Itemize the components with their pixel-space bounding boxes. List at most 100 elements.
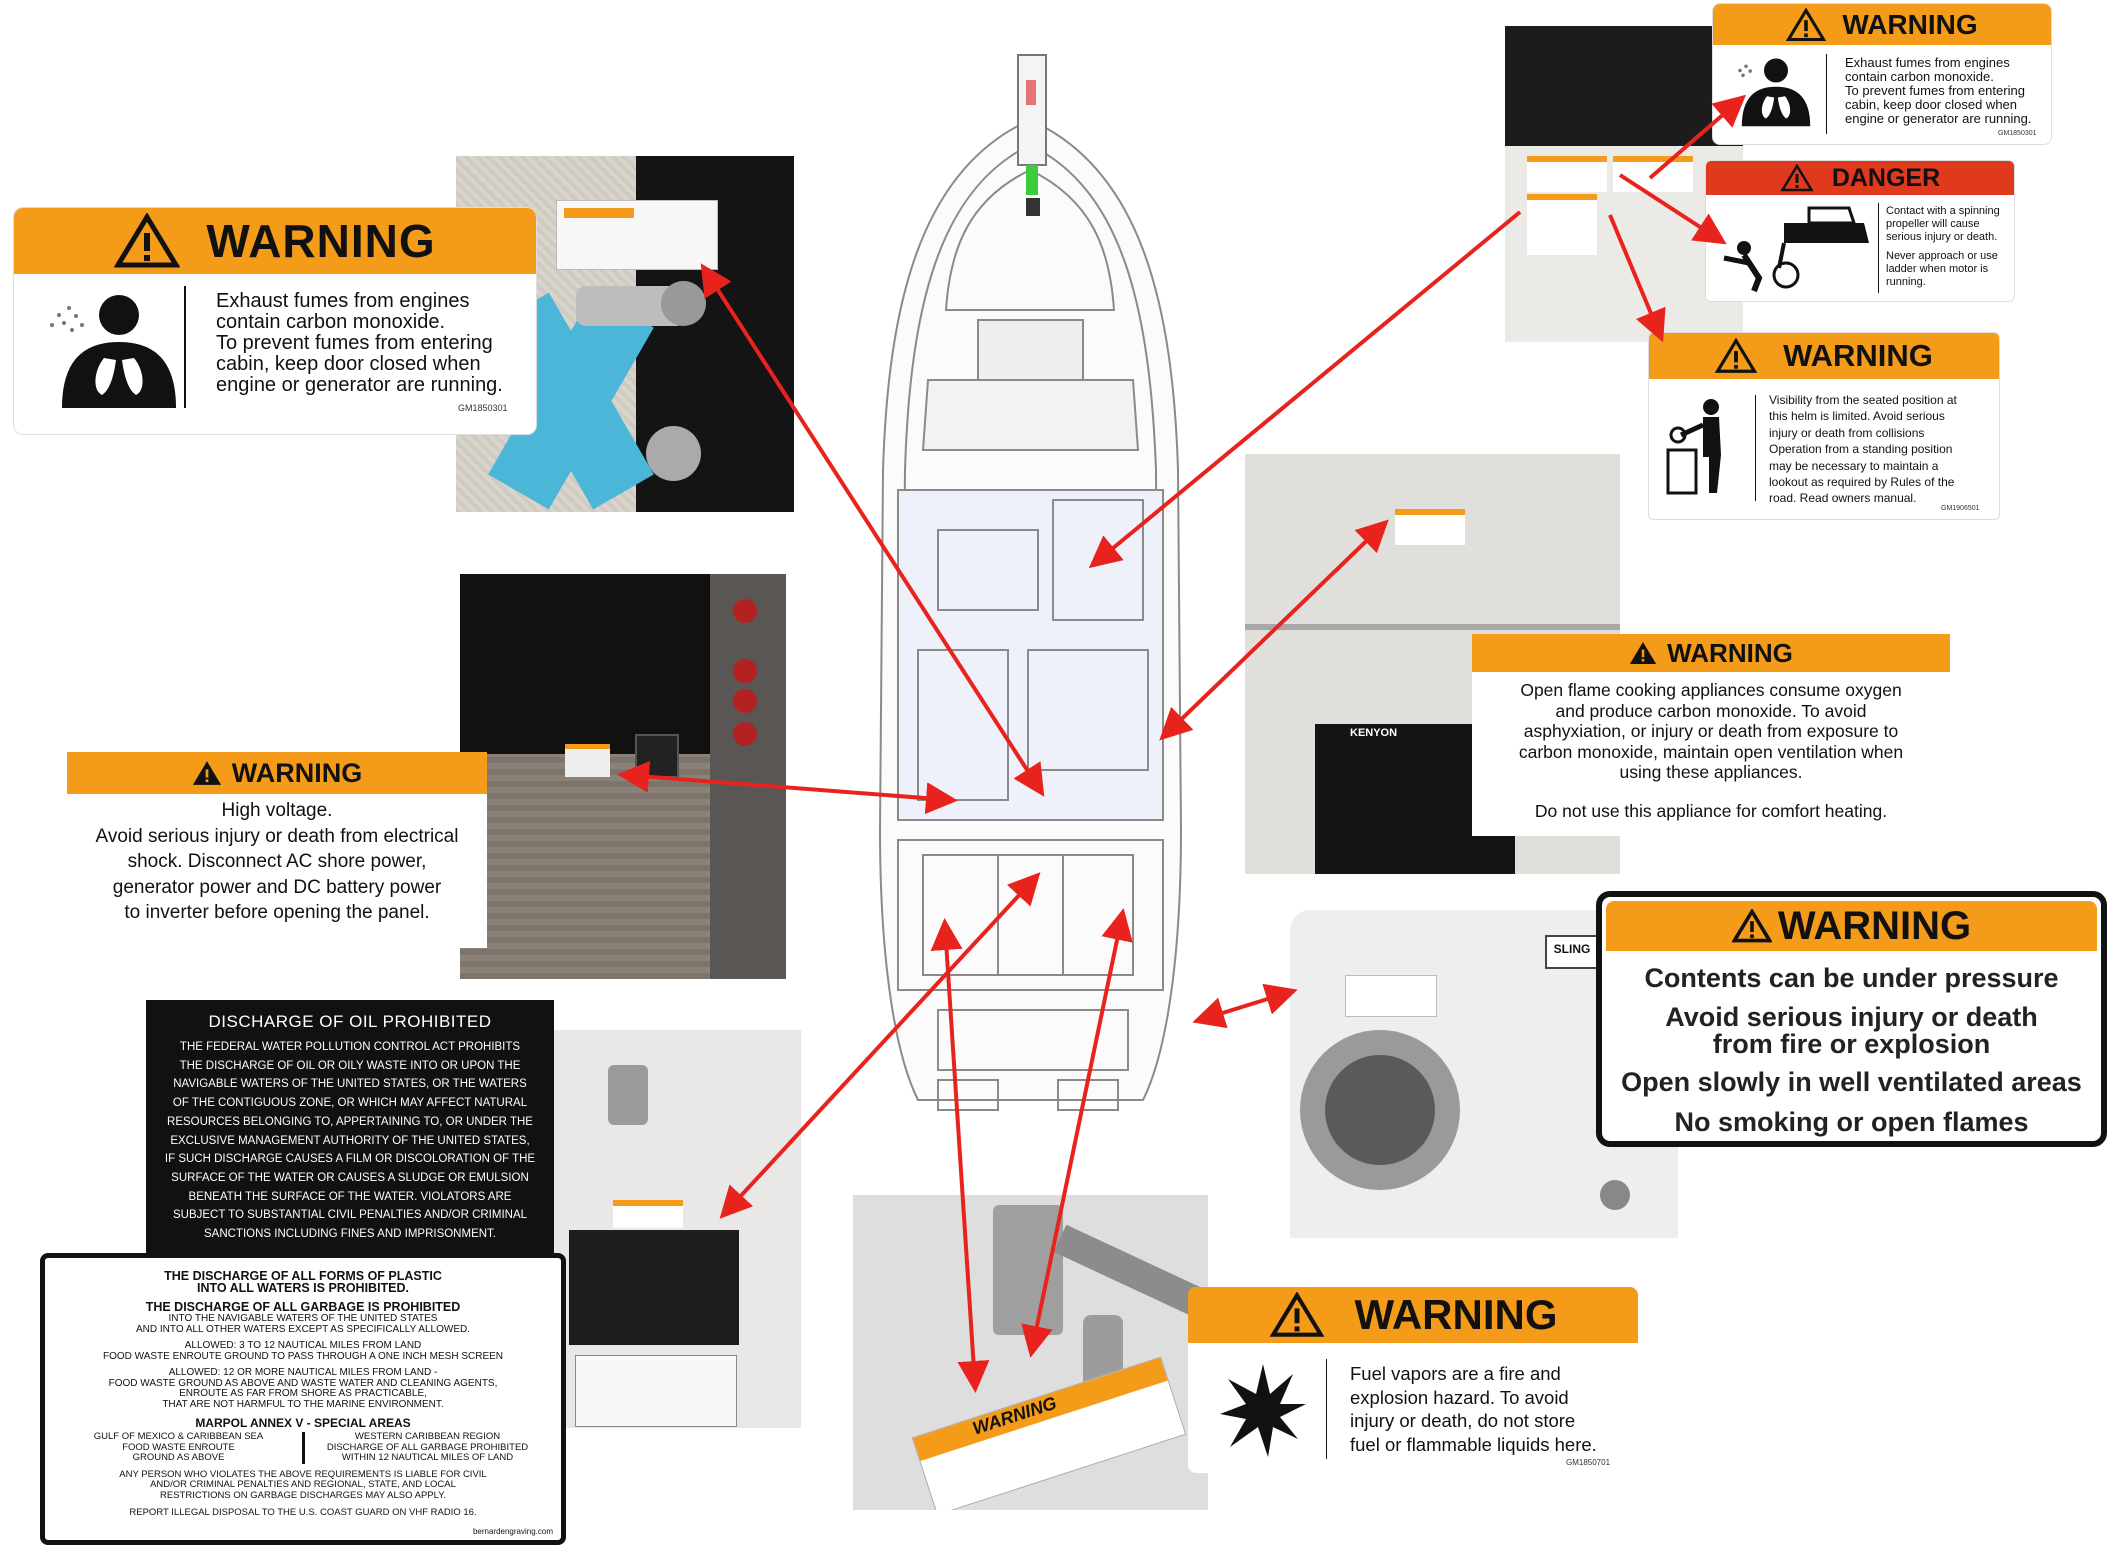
label-line: cabin, keep door closed when <box>1845 97 2018 112</box>
placard-line: ANY PERSON WHO VIOLATES THE ABOVE REQUIR… <box>119 1468 487 1480</box>
part-code: GM1850301 <box>1998 130 2037 137</box>
placard-line: THE DISCHARGE OF ALL FORMS OF PLASTIC <box>164 1269 442 1283</box>
label-line: contain carbon monoxide. <box>1845 69 1994 84</box>
label-line: this helm is limited. Avoid serious <box>1769 409 1945 424</box>
label-line: Do not use this appliance for comfort he… <box>1534 800 1888 821</box>
label-title: WARNING <box>1783 338 1933 373</box>
label-title: WARNING <box>1777 903 1972 948</box>
fuel-fill-photo: SLING <box>1290 910 1678 1238</box>
standing-helmsman-icon <box>1663 395 1733 495</box>
label-title: WARNING <box>1354 1291 1558 1338</box>
placard-line: THE FEDERAL WATER POLLUTION CONTROL ACT … <box>179 1041 521 1053</box>
placard-line: NAVIGABLE WATERS OF THE UNITED STATES, O… <box>173 1078 527 1091</box>
placard-line: OF THE CONTIGUOUS ZONE, OR WHICH MAY AFF… <box>172 1097 528 1110</box>
label-line: fuel or flammable liquids here. <box>1350 1433 1597 1455</box>
warning-triangle-icon <box>1269 1292 1324 1337</box>
label-line: serious injury or death. <box>1886 231 1998 243</box>
label-line: engine or generator are running. <box>1845 111 2032 126</box>
helm-visibility-warning-label: WARNING Visibility from the seated posit… <box>1648 332 2000 520</box>
open-flame-warning-label: WARNING Open flame cooking appliances co… <box>1472 634 1950 836</box>
label-line: Fuel vapors are a fire and <box>1350 1363 1561 1384</box>
label-title: DANGER <box>1831 163 1941 192</box>
label-line: contain carbon monoxide. <box>216 311 446 333</box>
label-line: using these appliances. <box>1619 762 1803 782</box>
label-line: Exhaust fumes from engines <box>1845 55 2010 70</box>
label-line: Visibility from the seated position at <box>1769 393 1957 407</box>
placard-line: MARPOL ANNEX V - SPECIAL AREAS <box>195 1416 411 1430</box>
label-line: to inverter before opening the panel. <box>124 902 430 923</box>
label-line: Operation from a standing position <box>1769 442 1953 457</box>
label-title: WARNING <box>206 215 436 267</box>
latch-mini-warning: WARNING <box>913 1357 1168 1461</box>
label-line: injury or death, do not store <box>1350 1410 1576 1431</box>
warning-triangle-icon <box>114 213 181 268</box>
part-code: GM1906501 <box>1941 505 1980 512</box>
part-code: GM1850701 <box>1566 1458 1611 1467</box>
locker-latch-photo: WARNING <box>853 1195 1208 1510</box>
placard-line: REPORT ILLEGAL DISPOSAL TO THE U.S. COAS… <box>129 1507 477 1518</box>
placard-line: RESOURCES BELONGING TO, APPERTAINING TO,… <box>167 1115 533 1128</box>
label-line: Open flame cooking appliances consume ox… <box>1520 680 1902 700</box>
placard-line: EXCLUSIVE MANAGEMENT AUTHORITY OF THE UN… <box>170 1134 530 1147</box>
label-line: from fire or explosion <box>1712 1029 1991 1059</box>
label-title: WARNING <box>231 757 363 788</box>
placard-line: FOOD WASTE GROUND AS ABOVE AND WASTE WAT… <box>108 1377 498 1389</box>
label-line: may be necessary to maintain a <box>1769 458 1939 473</box>
carbon-monoxide-person-icon <box>1731 54 1821 129</box>
label-line: engine or generator are running. <box>216 374 503 396</box>
label-line: To prevent fumes from entering <box>216 332 493 354</box>
label-line: injury or death from collisions <box>1769 425 1925 440</box>
exhaust-fumes-warning-label-left: WARNING Exhaust fumes from engines conta… <box>13 207 537 435</box>
label-title: WARNING <box>1842 8 1978 40</box>
label-line: shock. Disconnect AC shore power, <box>127 851 427 872</box>
placard-line: SURFACE OF THE WATER OR CAUSES A SLUDGE … <box>171 1171 529 1184</box>
label-line: Avoid serious injury or death from elect… <box>95 825 459 847</box>
label-line: Never approach or use <box>1886 250 1998 262</box>
discharge-placard-wall-photo <box>553 1030 801 1428</box>
high-voltage-warning-label: WARNING High voltage. Avoid serious inju… <box>67 752 487 948</box>
placard-line: DISCHARGE OF ALL GARBAGE PROHIBITED <box>326 1441 529 1453</box>
label-line: propeller will cause <box>1886 218 1980 230</box>
placard-line: FOOD WASTE ENROUTE GROUND TO PASS THROUG… <box>102 1350 504 1362</box>
spinning-propeller-icon <box>1714 203 1874 293</box>
placard-line: THAT ARE NOT HARMFUL TO THE MARINE ENVIR… <box>162 1398 444 1410</box>
placard-title: DISCHARGE OF OIL PROHIBITED <box>208 1012 492 1031</box>
label-line: carbon monoxide, maintain open ventilati… <box>1518 741 1904 762</box>
placard-line: WESTERN CARIBBEAN REGION <box>354 1431 501 1442</box>
label-title: WARNING <box>1667 637 1793 668</box>
kenyon-brand-text: KENYON <box>1350 727 1398 739</box>
garbage-discharge-placard: THE DISCHARGE OF ALL FORMS OF PLASTIC IN… <box>40 1253 566 1545</box>
warning-triangle-icon <box>1715 338 1758 373</box>
label-line: running. <box>1886 276 1926 288</box>
placard-line: WITHIN 12 NAUTICAL MILES OF LAND <box>341 1452 514 1463</box>
label-line: Avoid serious injury or death <box>1665 1002 2038 1032</box>
placard-line: SUBJECT TO SUBSTANTIAL CIVIL PENALTIES A… <box>172 1209 528 1222</box>
label-line: lookout as required by Rules of the <box>1769 475 1955 490</box>
warning-triangle-icon <box>1780 164 1814 192</box>
warning-triangle-icon <box>1630 641 1657 665</box>
warning-triangle-icon <box>192 761 221 785</box>
label-line: Contact with a spinning <box>1886 205 2000 217</box>
pressure-warning-label: WARNING Contents can be under pressure A… <box>1596 891 2107 1147</box>
propeller-danger-label: DANGER Contact with a spinning propeller… <box>1705 160 2015 302</box>
label-line: Contents can be under pressure <box>1644 963 2059 993</box>
placard-line: FOOD WASTE ENROUTE <box>122 1441 235 1453</box>
label-line: To prevent fumes from entering <box>1845 83 2025 98</box>
warning-triangle-icon <box>1786 7 1827 41</box>
electrical-panel-photo <box>460 574 786 979</box>
placard-line: INTO THE NAVIGABLE WATERS OF THE UNITED … <box>168 1313 438 1324</box>
explosion-icon <box>1218 1359 1308 1459</box>
label-line: ladder when motor is <box>1886 263 1989 275</box>
label-line: High voltage. <box>221 800 333 821</box>
carbon-monoxide-person-icon <box>44 290 194 410</box>
boat-top-view-diagram <box>858 50 1203 1130</box>
label-line: No smoking or open flames <box>1674 1107 2029 1137</box>
placard-credit: bernardengraving.com <box>472 1527 553 1536</box>
placard-line: GROUND AS ABOVE <box>132 1452 225 1463</box>
label-line: generator power and DC battery power <box>112 876 442 898</box>
exhaust-fumes-warning-label-right: WARNING Exhaust fumes from engines conta… <box>1712 3 2052 145</box>
sling-label: SLING <box>1545 935 1599 969</box>
placard-line: GULF OF MEXICO & CARIBBEAN SEA <box>93 1431 264 1442</box>
arrow-fuel-fill <box>1192 983 1298 1029</box>
placard-line: IF SUCH DISCHARGE CAUSES A FILM OR DISCO… <box>164 1153 536 1166</box>
